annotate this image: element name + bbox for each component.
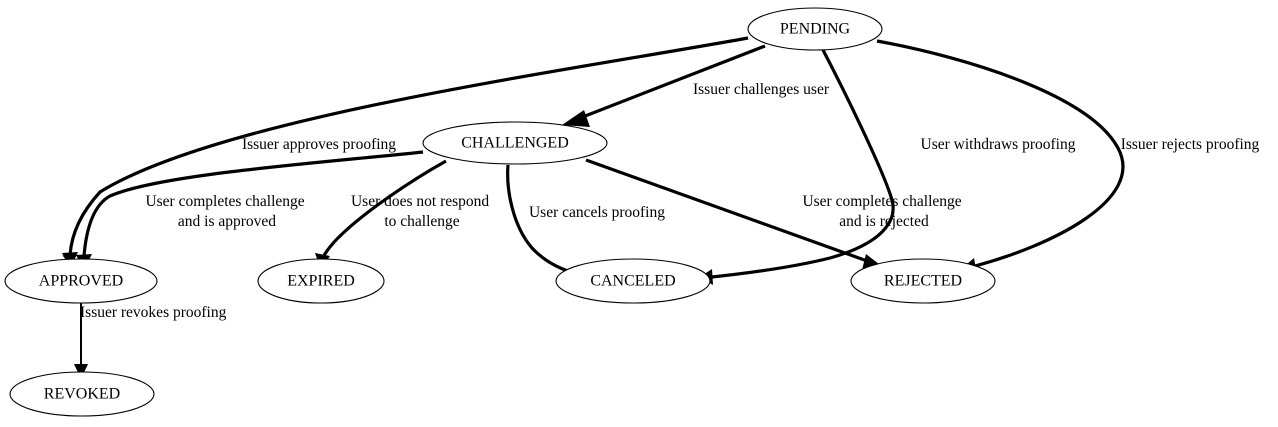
edge-path-challenged-expired <box>321 159 447 258</box>
node-shape-revoked <box>9 371 155 417</box>
node-shape-canceled <box>555 258 711 304</box>
node-revoked[interactable]: REVOKED <box>9 371 155 417</box>
edge-label-line: User completes challenge <box>145 193 304 210</box>
node-challenged[interactable]: CHALLENGED <box>422 121 608 165</box>
edge-challenged-canceled[interactable] <box>506 164 592 282</box>
edge-path-challenged-rejected <box>585 158 871 264</box>
node-expired[interactable]: EXPIRED <box>257 258 385 304</box>
edge-label-challenged-approved: User completes challenge and is approved <box>145 193 308 230</box>
edge-path-pending-rejected <box>876 39 1125 268</box>
node-rejected[interactable]: REJECTED <box>850 258 996 304</box>
edge-label-challenged-expired: User does not respond to challenge <box>351 193 493 230</box>
edge-label-pending-canceled: User withdraws proofing <box>921 136 1076 153</box>
node-label-revoked: REVOKED <box>44 386 120 403</box>
edge-pending-challenged[interactable] <box>562 44 766 127</box>
arrowhead-pending-challenged <box>562 110 590 127</box>
node-shape-approved <box>4 258 158 304</box>
node-shape-pending <box>747 7 883 51</box>
edge-path-pending-challenged <box>579 44 766 120</box>
nodes-layer: PENDING CHALLENGED APPROVED EXPIRED CANC… <box>4 7 996 417</box>
node-shape-rejected <box>850 258 996 304</box>
node-label-approved: APPROVED <box>39 273 123 290</box>
edge-path-pending-canceled <box>711 49 895 279</box>
node-label-expired: EXPIRED <box>287 273 355 290</box>
edge-label-line: User does not respond <box>351 193 489 210</box>
edge-label-line: and is rejected <box>839 213 929 230</box>
edge-label-challenged-rejected: User completes challenge and is rejected <box>802 193 965 230</box>
node-pending[interactable]: PENDING <box>747 7 883 51</box>
edge-label-pending-challenged: Issuer challenges user <box>693 81 830 98</box>
edge-label-challenged-canceled: User cancels proofing <box>529 204 665 221</box>
edge-label-pending-rejected: Issuer rejects proofing <box>1121 136 1260 153</box>
node-label-canceled: CANCELED <box>590 273 675 290</box>
node-label-pending: PENDING <box>780 21 851 38</box>
edge-label-line: and is approved <box>178 213 276 230</box>
node-approved[interactable]: APPROVED <box>4 258 158 304</box>
edge-path-pending-approved <box>68 36 749 257</box>
edge-label-line: to challenge <box>384 213 459 230</box>
edge-label-pending-approved: Issuer approves proofing <box>242 136 396 153</box>
edge-pending-rejected[interactable] <box>876 39 1125 274</box>
edge-path-challenged-approved <box>82 150 424 257</box>
node-label-challenged: CHALLENGED <box>461 135 569 152</box>
node-label-rejected: REJECTED <box>884 273 962 290</box>
edge-label-approved-revoked: Issuer revokes proofing <box>80 304 227 321</box>
edge-labels-layer: Issuer challenges user Issuer approves p… <box>80 81 1260 321</box>
node-shape-expired <box>257 258 385 304</box>
edge-path-challenged-canceled <box>506 164 579 276</box>
edges-layer <box>62 36 1125 379</box>
node-canceled[interactable]: CANCELED <box>555 258 711 304</box>
node-shape-challenged <box>422 121 608 165</box>
edge-label-line: User completes challenge <box>802 193 961 210</box>
